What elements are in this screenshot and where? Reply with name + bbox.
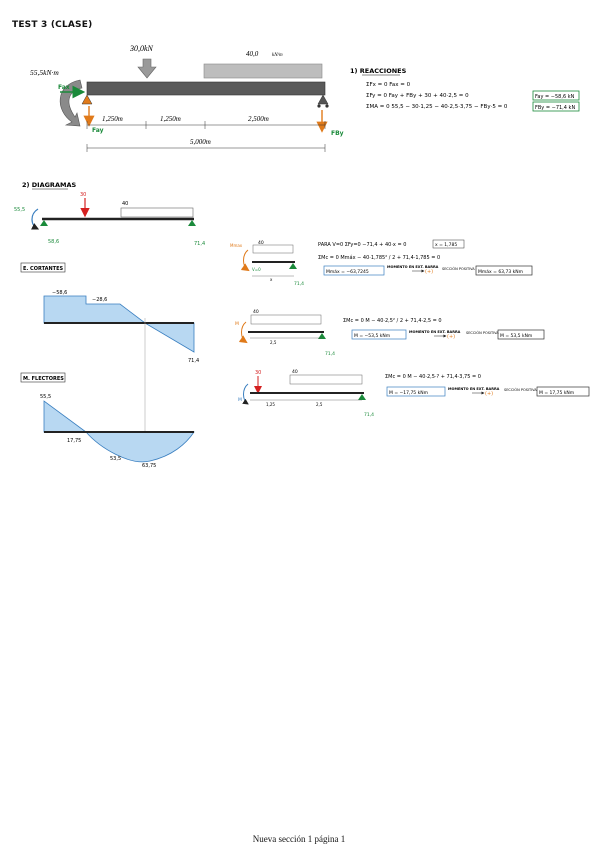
- main-beam: [86, 81, 326, 96]
- svg-text:SECCIÓN POSITIVA: SECCIÓN POSITIVA: [466, 330, 499, 335]
- eq-ma: ΣMA = 0 55,5 − 30·1,25 − 40·2,5·3,75 − F…: [366, 104, 508, 110]
- svg-text:M = 17,75 kNm: M = 17,75 kNm: [539, 390, 574, 396]
- moment-area-2: [85, 431, 195, 463]
- eq-fy: ΣFy = 0 Fay + FBy + 30 + 40·2,5 = 0: [366, 93, 469, 99]
- shear-v3: 71,4: [188, 358, 199, 364]
- svg-text:x: x: [270, 277, 273, 282]
- svg-text:Mmáx = 63,73 kNm: Mmáx = 63,73 kNm: [478, 268, 523, 275]
- section-1: 40 Mmax V=0 x 71,4 PARA V=0 ΣFy=0 −71,4 …: [230, 239, 533, 287]
- beam-diagram: 30,0kN 40,0 kN/m 55,5kN·m Fax Fay FBy 1,…: [30, 44, 344, 152]
- shear-diagram: E. CORTANTES −58,6 −28,6 71,4: [20, 262, 199, 462]
- fbd-right-reaction: 71,4: [194, 241, 205, 247]
- fbd-left-reaction: 58,6: [48, 239, 59, 245]
- svg-text:M = 53,5 kNm: M = 53,5 kNm: [500, 333, 532, 339]
- svg-text:40: 40: [253, 309, 259, 315]
- svg-text:(+): (+): [425, 269, 433, 275]
- moment-label: 55,5kN·m: [30, 68, 59, 77]
- svg-text:(+): (+): [485, 391, 493, 397]
- svg-text:x = 1,785: x = 1,785: [435, 242, 457, 248]
- svg-text:40: 40: [258, 240, 264, 246]
- moment-m1: 55,5: [40, 394, 51, 400]
- shear-area: [43, 295, 195, 353]
- moment-m4: 63,75: [142, 463, 156, 469]
- svg-text:M = −53,5 kNm: M = −53,5 kNm: [354, 333, 390, 339]
- free-body-diagram: 2) DIAGRAMAS 55,5 30 40 58,6 71,4: [14, 181, 205, 247]
- svg-text:SECCIÓN POSITIVA: SECCIÓN POSITIVA: [442, 266, 475, 271]
- fbd-moment-value: 55,5: [14, 207, 25, 213]
- dist-load-unit: kN/m: [272, 53, 283, 58]
- reactions-block: 1) REACCIONES ΣFx = 0 Fax = 0 ΣFy = 0 Fa…: [350, 67, 580, 112]
- page-footer: Nueva sección 1 página 1: [252, 834, 346, 844]
- result-fby: FBy = −71,4 kN: [535, 105, 575, 111]
- svg-text:ΣMc = 0 Mmáx − 40·1,785² /: ΣMc = 0 Mmáx − 40·1,785² / 2 + 71,4·1,78…: [318, 254, 440, 261]
- left-support: [81, 94, 93, 105]
- svg-text:2,5: 2,5: [270, 340, 277, 345]
- shear-v2: −28,6: [92, 297, 107, 303]
- svg-text:MOMENTO EN EXT. BARRA: MOMENTO EN EXT. BARRA: [387, 265, 439, 269]
- fbd-dist-value: 40: [122, 201, 128, 207]
- svg-text:V=0: V=0: [252, 267, 261, 272]
- section-3: 30 40 M 1,25 2,5 71,4 ΣMc = 0 M − 40·2,5…: [238, 369, 590, 418]
- fay-label: Fay: [92, 127, 104, 134]
- svg-text:1,25: 1,25: [266, 402, 275, 407]
- svg-text:ΣMc = 0 M − 40·2,5² / 2 +: ΣMc = 0 M − 40·2,5² / 2 + 71,4·2,5 = 0: [343, 318, 442, 324]
- span-2-label: 1,250m: [160, 115, 181, 123]
- svg-text:MOMENTO EN EXT. BARRA: MOMENTO EN EXT. BARRA: [409, 330, 461, 334]
- svg-text:M: M: [235, 321, 239, 327]
- dist-load-block: [203, 63, 323, 79]
- svg-text:Mmáx = −63,7245: Mmáx = −63,7245: [326, 268, 369, 275]
- span-1-label: 1,250m: [102, 115, 123, 123]
- svg-text:71,4: 71,4: [294, 281, 304, 287]
- point-load-label: 30,0kN: [129, 44, 154, 53]
- svg-text:40: 40: [292, 369, 298, 375]
- svg-text:ΣMc = 0 M − 40·2,5·? + 71,: ΣMc = 0 M − 40·2,5·? + 71,4·3,75 = 0: [385, 374, 481, 380]
- shear-label: E. CORTANTES: [23, 266, 64, 272]
- point-load-arrow: [137, 58, 157, 79]
- moment-diagram: M. FLECTORES 55,5 17,75 53,5 63,75: [20, 372, 195, 469]
- page-title: TEST 3 (CLASE): [12, 20, 93, 30]
- moment-m2: 17,75: [67, 438, 81, 444]
- svg-text:71,4: 71,4: [364, 412, 374, 418]
- dist-load-label: 40,0: [246, 50, 259, 58]
- svg-text:PARA V=0 ΣFy=0 −71,4 + 40: PARA V=0 ΣFy=0 −71,4 + 40·x = 0: [318, 242, 406, 248]
- svg-text:30: 30: [255, 370, 261, 376]
- moment-label-box: M. FLECTORES: [23, 376, 64, 382]
- fbd-force-value: 30: [80, 192, 86, 198]
- right-support: [317, 94, 329, 105]
- moment-area: [43, 400, 88, 433]
- total-length-label: 5,000m: [190, 138, 211, 146]
- svg-text:Mmax: Mmax: [230, 243, 243, 248]
- result-fay: Fay = −58,6 kN: [535, 94, 575, 100]
- eq-fx: ΣFx = 0 Fax = 0: [366, 82, 411, 88]
- svg-text:MOMENTO EN EXT. BARRA: MOMENTO EN EXT. BARRA: [448, 387, 500, 391]
- shear-v1: −58,6: [52, 290, 67, 296]
- svg-text:(+): (+): [447, 334, 455, 340]
- fby-label: FBy: [331, 130, 344, 137]
- fax-label: Fax: [58, 84, 70, 91]
- reactions-heading: 1) REACCIONES: [350, 67, 407, 75]
- span-3-label: 2,500m: [248, 115, 269, 123]
- svg-text:M = −17,75 kNm: M = −17,75 kNm: [389, 390, 428, 396]
- svg-text:71,4: 71,4: [325, 351, 335, 357]
- svg-text:2,5: 2,5: [316, 402, 323, 407]
- svg-text:SECCIÓN POSITIVA: SECCIÓN POSITIVA: [504, 387, 537, 392]
- diagrams-heading: 2) DIAGRAMAS: [22, 181, 76, 189]
- svg-text:M: M: [238, 397, 242, 403]
- moment-m3: 53,5: [110, 456, 121, 462]
- section-2: 40 M 2,5 71,4 ΣMc = 0 M − 40·2,5² / 2 + …: [235, 309, 545, 357]
